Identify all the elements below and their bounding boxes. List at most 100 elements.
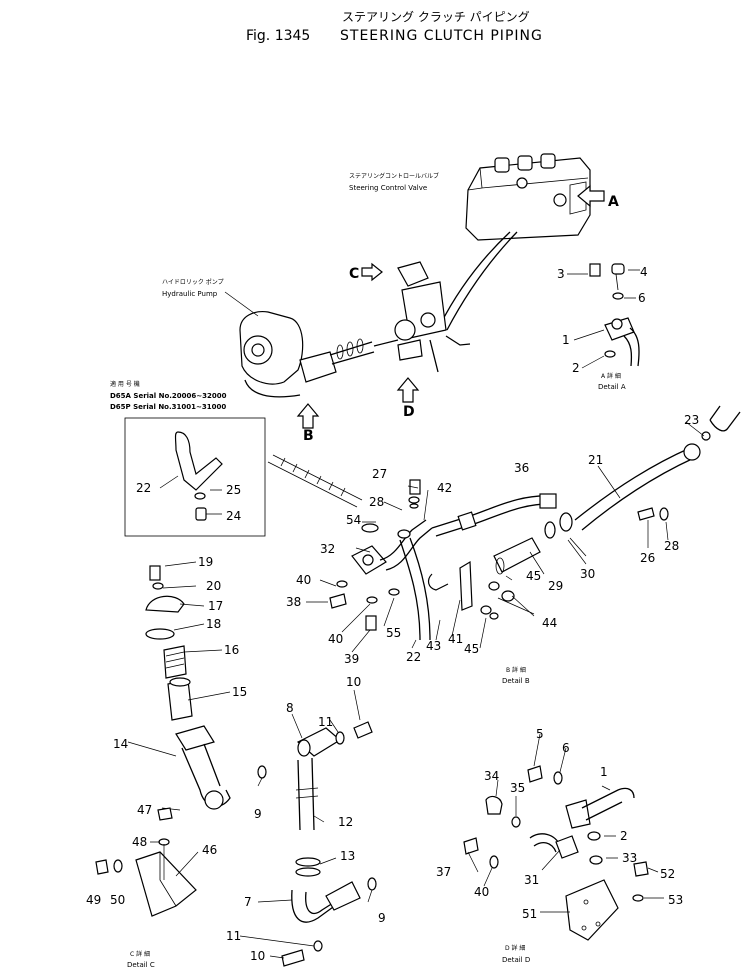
- view-letter-b: B: [303, 428, 314, 444]
- callout-27: 27: [372, 467, 387, 481]
- detail-a: [589, 263, 640, 367]
- pump-label: Hydraulic Pump: [162, 290, 218, 298]
- hydraulic-pump: [239, 311, 399, 398]
- japanese-title: ステアリング クラッチ パイピング: [342, 10, 530, 24]
- middle-assembly: [257, 721, 377, 967]
- detail-a-label: Detail A: [598, 383, 626, 391]
- callout-43: 43: [426, 639, 441, 653]
- callout-1: 1: [562, 333, 570, 347]
- callout-11-bot: 11: [226, 929, 241, 943]
- figure-title: STEERING CLUTCH PIPING: [340, 28, 543, 44]
- callout-11-top: 11: [318, 715, 333, 729]
- callout-numbers: 1 2 3 4 6 23 21 36 26 28 27 42 28 54 32 …: [86, 265, 699, 963]
- callout-5: 5: [536, 727, 544, 741]
- callout-22-box: 22: [136, 481, 151, 495]
- callout-48: 48: [132, 835, 147, 849]
- callout-8: 8: [286, 701, 294, 715]
- callout-51: 51: [522, 907, 537, 921]
- serial-header-jp: 適 用 号 機: [110, 380, 140, 388]
- callout-54: 54: [346, 513, 361, 527]
- callout-49: 49: [86, 893, 101, 907]
- callout-38: 38: [286, 595, 301, 609]
- callout-33: 33: [622, 851, 637, 865]
- callout-21: 21: [588, 453, 603, 467]
- callout-34: 34: [484, 769, 499, 783]
- hatched-rod: [267, 454, 363, 508]
- callout-52: 52: [660, 867, 675, 881]
- callout-13: 13: [340, 849, 355, 863]
- callout-26: 26: [640, 551, 655, 565]
- detail-b-label: Detail B: [502, 677, 530, 685]
- callout-45-a: 45: [526, 569, 541, 583]
- view-arrow-c: [361, 262, 383, 282]
- pipe-21: [574, 405, 741, 531]
- view-arrow-b: [296, 403, 320, 429]
- variant-box: [124, 417, 266, 537]
- callout-29: 29: [548, 579, 563, 593]
- callout-10-top: 10: [346, 675, 361, 689]
- center-fittings: [394, 261, 471, 373]
- callout-30: 30: [580, 567, 595, 581]
- callout-2-d: 2: [620, 829, 628, 843]
- callout-16: 16: [224, 643, 239, 657]
- callout-20: 20: [206, 579, 221, 593]
- callout-3: 3: [557, 267, 565, 281]
- callout-6-d: 6: [562, 741, 570, 755]
- callout-10-bot: 10: [250, 949, 265, 963]
- callout-14: 14: [113, 737, 128, 751]
- callout-40-d: 40: [474, 885, 489, 899]
- callout-22: 22: [406, 650, 421, 664]
- detail-d-label: Detail D: [502, 956, 530, 964]
- callout-37: 37: [436, 865, 451, 879]
- detail-c: [95, 807, 197, 917]
- callout-53: 53: [668, 893, 683, 907]
- callout-18: 18: [206, 617, 221, 631]
- view-arrow-a: [577, 184, 605, 208]
- callout-35: 35: [510, 781, 525, 795]
- callout-28: 28: [369, 495, 384, 509]
- detail-c-label: Detail C: [127, 961, 155, 969]
- callout-50: 50: [110, 893, 125, 907]
- callout-25: 25: [226, 483, 241, 497]
- callout-42: 42: [437, 481, 452, 495]
- detail-b-jp: B 詳 細: [506, 666, 526, 674]
- callout-40-b: 40: [328, 632, 343, 646]
- callout-47: 47: [137, 803, 152, 817]
- callout-23: 23: [684, 413, 699, 427]
- callout-9-top: 9: [254, 807, 262, 821]
- valve-label: Steering Control Valve: [349, 184, 427, 192]
- pump-label-jp: ハイドロリック ポンプ: [162, 278, 224, 286]
- callout-7: 7: [244, 895, 252, 909]
- callout-6: 6: [638, 291, 646, 305]
- detail-c-jp: C 詳 細: [130, 950, 150, 958]
- callout-4: 4: [640, 265, 648, 279]
- callout-40-a: 40: [296, 573, 311, 587]
- callout-17: 17: [208, 599, 223, 613]
- left-assembly: [145, 565, 231, 810]
- view-letter-a: A: [608, 194, 619, 210]
- steering-control-valve: [465, 153, 591, 241]
- view-arrow-d: [396, 377, 420, 403]
- callout-55: 55: [386, 626, 401, 640]
- callout-46: 46: [202, 843, 217, 857]
- callout-15: 15: [232, 685, 247, 699]
- callout-1-d: 1: [600, 765, 608, 779]
- callout-41: 41: [448, 632, 463, 646]
- callout-2: 2: [572, 361, 580, 375]
- callout-45-b: 45: [464, 642, 479, 656]
- detail-d-jp: D 詳 細: [505, 944, 525, 952]
- callout-36: 36: [514, 461, 529, 475]
- valve-label-jp: ステアリングコントロールバルブ: [349, 172, 439, 180]
- variant-parts: [174, 431, 223, 521]
- callout-39: 39: [344, 652, 359, 666]
- figure-number: Fig. 1345: [246, 28, 310, 44]
- detail-a-jp: A 詳 細: [601, 372, 621, 380]
- callout-19: 19: [198, 555, 213, 569]
- serial-line-1: D65A Serial No.20006~32000: [110, 392, 227, 400]
- callout-12: 12: [338, 815, 353, 829]
- callout-31: 31: [524, 873, 539, 887]
- view-letter-d: D: [403, 404, 415, 420]
- view-letter-c: C: [349, 266, 359, 282]
- callout-28-r: 28: [664, 539, 679, 553]
